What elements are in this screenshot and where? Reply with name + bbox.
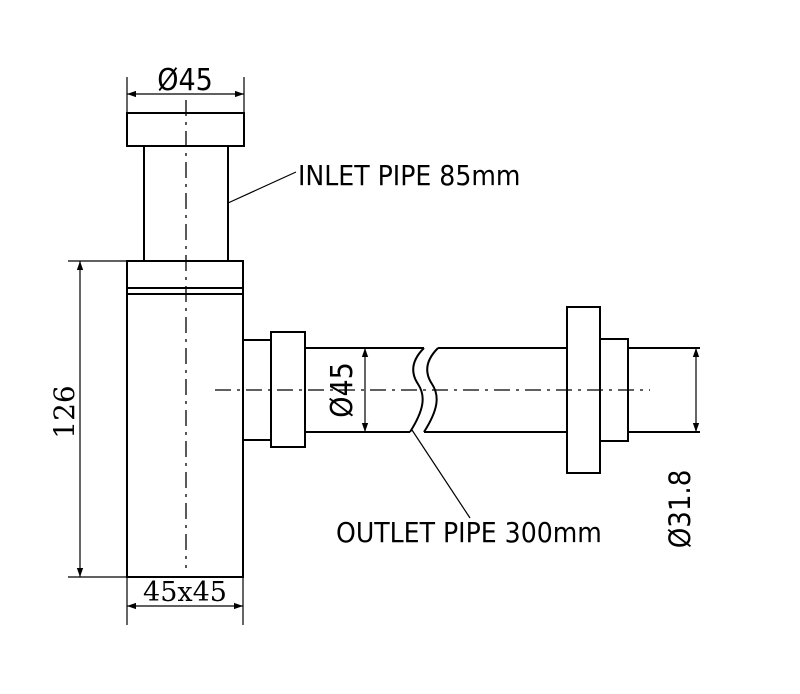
inlet-diameter-label: Ø45	[157, 63, 213, 98]
height-label: 126	[48, 385, 81, 438]
bottle-body	[126, 260, 244, 578]
inlet-diameter-dimension: Ø45	[126, 63, 245, 113]
height-dimension: 126	[48, 260, 127, 578]
tail-diameter-label: Ø31.8	[663, 470, 697, 549]
inlet-pipe-label: INLET PIPE 85mm	[298, 159, 520, 192]
body-size-dimension: 45x45	[126, 577, 244, 625]
outlet-pipe-label: OUTLET PIPE 300mm	[336, 516, 602, 549]
body-size-label: 45x45	[143, 577, 227, 608]
inlet-pipe-callout: INLET PIPE 85mm	[227, 159, 520, 204]
tail-diameter-dimension: Ø31.8	[663, 348, 700, 549]
outlet-pipe-callout: OUTLET PIPE 300mm	[336, 429, 602, 549]
